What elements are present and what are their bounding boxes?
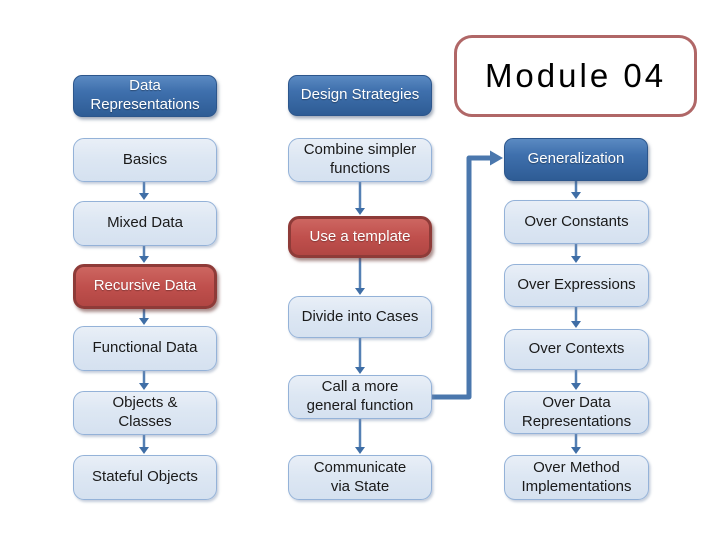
header-design-strategies: Design Strategies (288, 75, 432, 116)
node-use-a-template: Use a template (288, 216, 432, 258)
arrow-over-constants-to-over-expressions (571, 244, 581, 263)
arrow-mixed-data-to-recursive-data (139, 246, 149, 263)
header-generalization: Generalization (504, 138, 648, 181)
node-mixed-data: Mixed Data (73, 201, 217, 246)
node-combine-simpler-functions: Combine simpler functions (288, 138, 432, 182)
node-over-method-implementations: Over Method Implementations (504, 455, 649, 500)
node-communicate-via-state: Communicate via State (288, 455, 432, 500)
arrow-call-to-communicate (355, 419, 365, 454)
arrow-basics-to-mixed-data (139, 182, 149, 200)
node-objects-classes: Objects & Classes (73, 391, 217, 435)
node-stateful-objects: Stateful Objects (73, 455, 217, 500)
arrow-divide-to-call (355, 338, 365, 374)
node-basics: Basics (73, 138, 217, 182)
arrow-template-to-divide (355, 258, 365, 295)
node-functional-data: Functional Data (73, 326, 217, 371)
arrow-objects-classes-to-stateful-objects (139, 435, 149, 454)
node-over-data-representations: Over Data Representations (504, 391, 649, 434)
arrow-combine-to-template (355, 182, 365, 215)
node-divide-into-cases: Divide into Cases (288, 296, 432, 338)
arrow-over-contexts-to-over-data-representations (571, 370, 581, 390)
arrow-over-expressions-to-over-contexts (571, 307, 581, 328)
node-call-more-general-function: Call a more general function (288, 375, 432, 419)
node-over-contexts: Over Contexts (504, 329, 649, 370)
node-over-expressions: Over Expressions (504, 264, 649, 307)
module-title: Module 04 (454, 35, 697, 117)
arrow-over-data-representations-to-over-method (571, 434, 581, 454)
arrow-generalization-to-over-constants (571, 181, 581, 199)
node-recursive-data: Recursive Data (73, 264, 217, 309)
connector-call-to-generalization (432, 150, 503, 400)
header-data-representations: Data Representations (73, 75, 217, 117)
node-over-constants: Over Constants (504, 200, 649, 244)
arrow-recursive-data-to-functional-data (139, 309, 149, 325)
arrow-functional-data-to-objects-classes (139, 371, 149, 390)
